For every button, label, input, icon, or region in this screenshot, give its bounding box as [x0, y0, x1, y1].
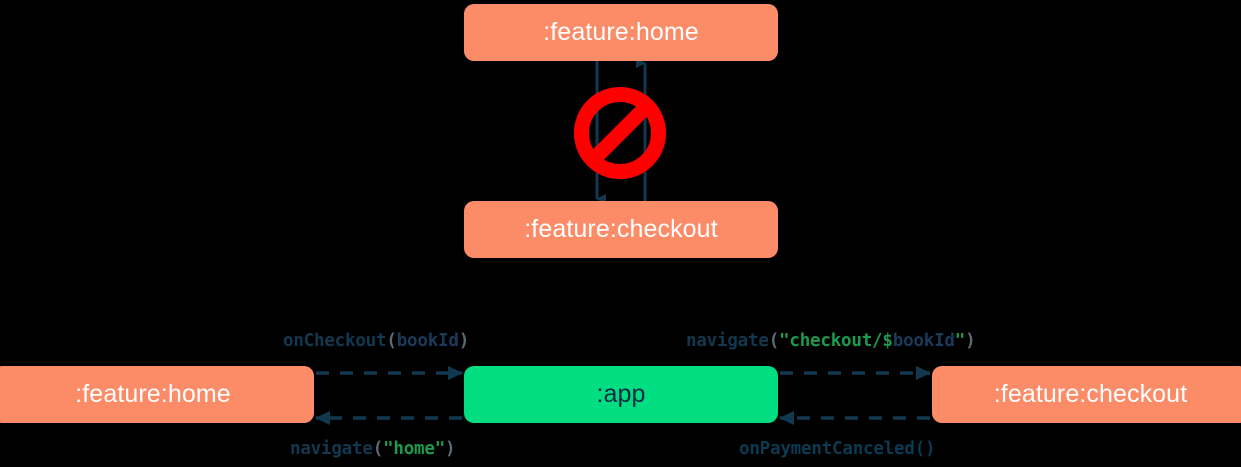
- code-token-str: "checkout/: [779, 331, 883, 351]
- edge-label-navigate-home: navigate("home"): [290, 439, 456, 459]
- module-node-app[interactable]: :app: [464, 366, 778, 423]
- edge-label-on-payment-canceled: onPaymentCanceled(): [739, 439, 936, 459]
- edge-label-on-checkout: onCheckout(bookId): [283, 331, 469, 351]
- code-token-punct: ): [965, 331, 976, 351]
- no-entry-icon: [573, 86, 667, 180]
- module-node-feature-checkout-top[interactable]: :feature:checkout: [464, 201, 778, 258]
- code-token-punct: (: [768, 331, 780, 351]
- code-token-var: bookId: [396, 331, 459, 351]
- code-token-punct: (: [386, 331, 397, 351]
- module-node-feature-home-bottom[interactable]: :feature:home: [0, 366, 314, 423]
- code-token-punct: ): [458, 331, 470, 351]
- module-node-label: :feature:checkout: [993, 380, 1188, 408]
- code-token-plain: onPaymentCanceled(): [739, 439, 936, 459]
- code-token-fn: navigate: [686, 331, 769, 351]
- code-token-str: "home": [383, 439, 446, 459]
- edge-label-navigate-checkout: navigate("checkout/$bookId"): [686, 331, 976, 351]
- module-node-feature-checkout-bottom[interactable]: :feature:checkout: [932, 366, 1241, 423]
- code-token-punct: ): [445, 439, 456, 459]
- code-token-str: ": [954, 331, 966, 351]
- module-node-label: :feature:home: [75, 380, 231, 408]
- module-node-label: :feature:home: [543, 18, 699, 46]
- module-node-label: :feature:checkout: [524, 215, 718, 243]
- code-token-fn: navigate: [290, 439, 373, 459]
- module-node-label: :app: [596, 380, 646, 408]
- code-token-var: bookId: [892, 331, 955, 351]
- code-token-str: $: [882, 331, 893, 351]
- module-node-feature-home-top[interactable]: :feature:home: [464, 4, 778, 61]
- code-token-fn: onCheckout: [283, 331, 387, 351]
- code-token-punct: (: [372, 439, 384, 459]
